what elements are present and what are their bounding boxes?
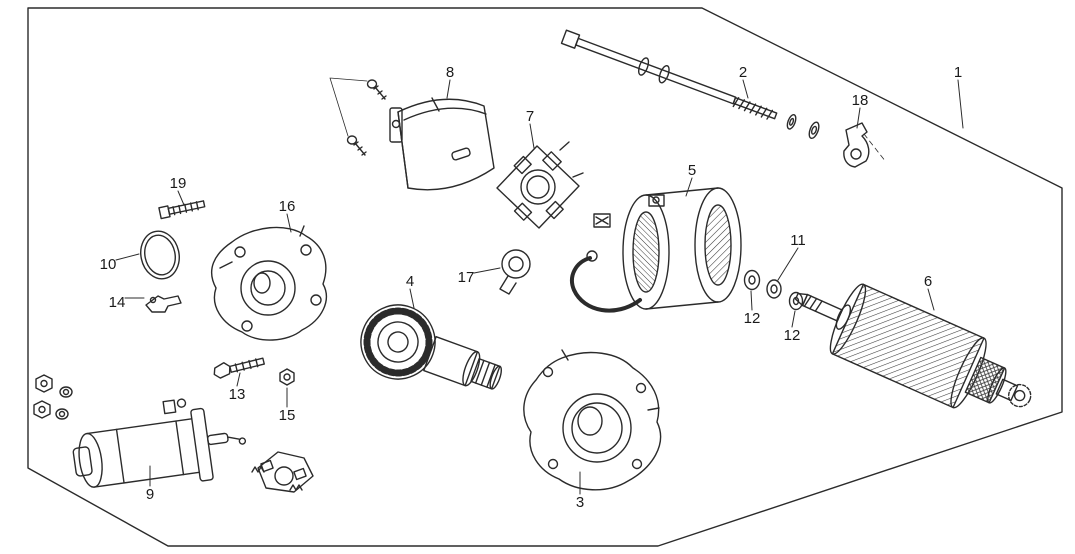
terminal-nuts [33,374,73,420]
callout-10: 10 [100,256,117,273]
grommet [499,249,531,295]
callout-11: 11 [790,232,806,249]
thrust-washers [743,269,804,311]
band-screw-2 [346,135,367,156]
callout-18: 18 [852,92,869,109]
brush-plate [251,451,314,493]
band-screw-1 [366,79,387,100]
callout-1: 1 [954,64,962,81]
callout-15: 15 [279,407,296,424]
callout-17: 17 [458,269,475,286]
callout-8: 8 [446,64,454,81]
callout-leader-lines [115,79,964,495]
callout-16: 16 [279,198,296,215]
screw-alignment-lines [329,77,368,137]
callout-labels: 8 2 1 18 7 19 16 5 11 10 17 4 6 14 12 12… [100,64,963,511]
housing-screw [158,200,206,220]
mount-bracket [843,122,887,168]
end-cover [523,349,662,491]
o-ring [140,230,180,280]
callout-19: 19 [170,175,187,192]
callout-3: 3 [576,494,584,511]
callout-12a: 12 [744,310,761,327]
callout-14: 14 [109,294,126,311]
pinion-nut [279,368,295,386]
gear-housing [211,225,328,341]
callout-4: 4 [406,273,414,290]
callout-2: 2 [739,64,747,81]
clutch-pinion [360,304,502,390]
field-coil-yoke [570,187,742,313]
brush-holder [496,141,584,229]
through-bolt [560,29,820,140]
cover-band [389,97,495,191]
lead-clip [145,295,182,313]
housing-bolt [213,357,265,379]
armature [794,283,1032,409]
diagram-border [27,7,1063,547]
callout-9: 9 [146,486,154,503]
callout-12b: 12 [784,327,801,344]
callout-13: 13 [229,386,246,403]
solenoid [72,398,247,488]
callout-6: 6 [924,273,932,290]
callout-5: 5 [688,162,696,179]
callout-7: 7 [526,108,534,125]
